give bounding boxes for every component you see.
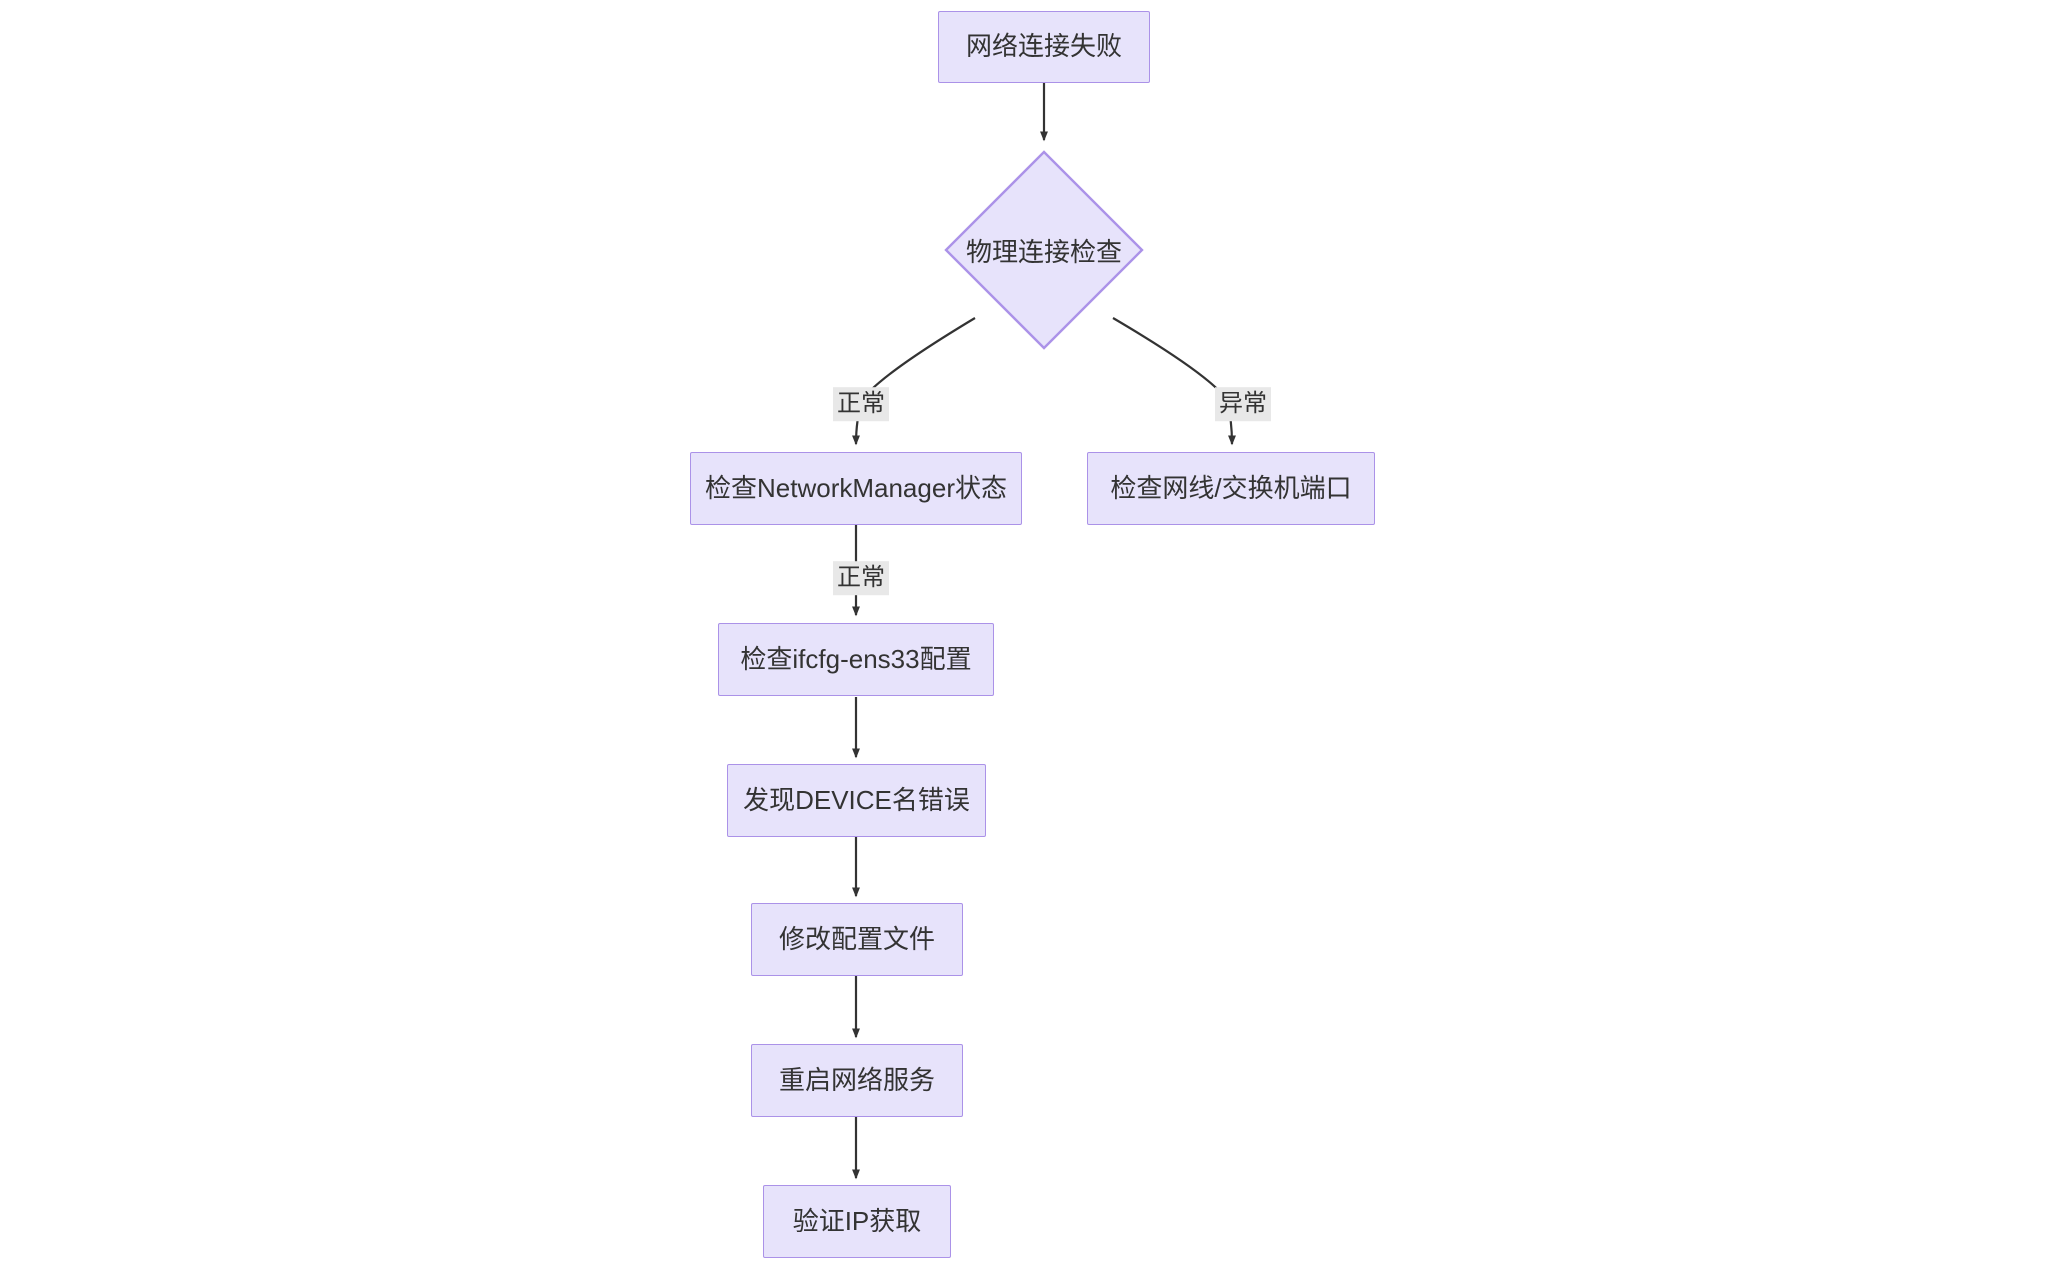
edge-label-nm-normal: 正常 <box>833 561 889 595</box>
node-physical-connection-check[interactable]: 物理连接检查 <box>944 150 1144 350</box>
diamond-icon <box>944 150 1144 350</box>
node-check-networkmanager-status[interactable]: 检查NetworkManager状态 <box>690 452 1022 525</box>
node-check-ifcfg-ens33-config[interactable]: 检查ifcfg-ens33配置 <box>718 623 994 696</box>
node-label: 物理连接检查 <box>965 236 1122 267</box>
node-label: 检查NetworkManager状态 <box>705 472 1007 503</box>
node-network-connection-failed[interactable]: 网络连接失败 <box>938 11 1150 83</box>
node-label: 修改配置文件 <box>778 923 935 954</box>
node-label: 重启网络服务 <box>778 1064 935 1095</box>
edge-label-branch-abnormal: 异常 <box>1215 387 1271 421</box>
node-label: 检查网线/交换机端口 <box>1110 472 1352 503</box>
node-label: 检查ifcfg-ens33配置 <box>740 643 972 674</box>
node-found-device-name-error[interactable]: 发现DEVICE名错误 <box>727 764 986 837</box>
node-restart-network-service[interactable]: 重启网络服务 <box>751 1044 963 1117</box>
node-label: 网络连接失败 <box>965 31 1122 62</box>
node-verify-ip-acquisition[interactable]: 验证IP获取 <box>763 1185 951 1258</box>
node-label: 发现DEVICE名错误 <box>743 784 970 815</box>
node-modify-config-file[interactable]: 修改配置文件 <box>751 903 963 976</box>
node-label: 验证IP获取 <box>792 1205 922 1236</box>
edge-label-branch-normal: 正常 <box>833 387 889 421</box>
node-check-cable-switch-port[interactable]: 检查网线/交换机端口 <box>1087 452 1375 525</box>
